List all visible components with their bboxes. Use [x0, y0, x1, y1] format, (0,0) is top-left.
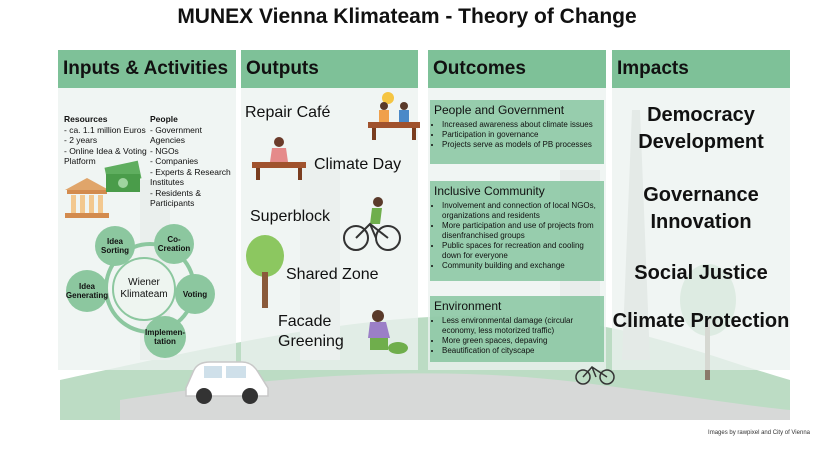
bicycle-illustration: [575, 366, 615, 385]
outcome-item: Beautification of cityscape: [442, 346, 600, 356]
cycle-step-idea-sorting: Idea Sorting: [95, 226, 135, 266]
outcome-item: Projects serve as models of PB processes: [442, 140, 600, 150]
outcome-item: Less environmental damage (circular econ…: [442, 316, 600, 336]
cycle-center-label: Wiener Klimateam: [120, 277, 168, 300]
impact-climate: Climate Protection: [612, 310, 790, 332]
outcome-title: Inclusive Community: [434, 184, 545, 198]
resources-item: - 2 years: [64, 135, 98, 145]
outcome-title: People and Government: [434, 103, 565, 117]
outcome-item: More participation and use of projects f…: [442, 221, 600, 241]
resources-item: - ca. 1.1 million Euros: [64, 124, 146, 135]
cycle-step-label: Idea Sorting: [101, 237, 129, 255]
car-illustration: [185, 361, 269, 404]
institution-icon: [65, 178, 109, 218]
tree-icon: [246, 235, 284, 308]
outcomes-header: Outcomes: [428, 50, 606, 88]
outcome-people-government: People and Government Increased awarenes…: [430, 100, 604, 164]
cycle-step-voting: Voting: [175, 274, 215, 314]
cycle-step-label: Co-Creation: [157, 235, 191, 253]
impacts-header: Impacts: [612, 50, 790, 88]
gardener-icon: [368, 310, 408, 354]
people-block: People - Government Agencies - NGOs - Co…: [150, 114, 236, 209]
cyclist-icon: [343, 197, 401, 251]
outcome-item: Participation in governance: [442, 130, 600, 140]
outcome-item: Increased awareness about climate issues: [442, 120, 600, 130]
people-item: - Residents & Participants: [150, 187, 202, 209]
page-title: MUNEX Vienna Klimateam - Theory of Chang…: [177, 5, 637, 28]
cycle-step-idea-generating: Idea Generating: [66, 270, 108, 312]
output-repair-cafe: Repair Café: [245, 104, 331, 121]
output-superblock: Superblock: [250, 208, 331, 225]
people-heading: People: [150, 114, 178, 124]
outputs-header: Outputs: [241, 50, 418, 88]
cycle-step-label: Idea Generating: [65, 282, 109, 300]
people-item: - Government Agencies: [150, 124, 202, 146]
bench-person-icon: [252, 137, 306, 180]
resources-heading: Resources: [64, 114, 108, 124]
cycle-step-label: Implemen-tation: [144, 328, 185, 346]
image-credit: Images by rawpixel and City of Vienna: [708, 430, 810, 436]
output-climate-day: Climate Day: [314, 156, 402, 173]
resources-item: - Online Idea & Voting Platform: [64, 145, 147, 167]
people-item: - Experts & Research Institutes: [150, 166, 231, 188]
impact-social-justice: Social Justice: [634, 262, 768, 284]
people-item: - Companies: [150, 156, 199, 166]
inputs-header: Inputs & Activities: [58, 50, 236, 88]
outcome-inclusive-community: Inclusive Community Involvement and conn…: [430, 181, 604, 281]
outcome-item: More green spaces, depaving: [442, 336, 600, 346]
outcome-item: Public spaces for recreation and cooling…: [442, 241, 600, 261]
outcome-item: Community building and exchange: [442, 261, 600, 271]
cycle-step-co-creation: Co-Creation: [154, 224, 194, 264]
impact-governance: Governance Innovation: [643, 184, 759, 233]
cycle-step-label: Voting: [182, 289, 208, 299]
cycle-step-implementation: Implemen-tation: [144, 316, 186, 358]
money-icon: [104, 160, 142, 192]
outcome-environment: Environment Less environmental damage (c…: [430, 296, 604, 362]
impacts-panel: [612, 50, 790, 370]
output-facade-greening: Facade Greening: [278, 312, 354, 352]
couple-bench-icon: [368, 92, 420, 140]
outcome-item: Involvement and connection of local NGOs…: [442, 201, 600, 221]
people-item: - NGOs: [150, 145, 179, 156]
output-shared-zone: Shared Zone: [286, 266, 379, 283]
resources-block: Resources - ca. 1.1 million Euros - 2 ye…: [64, 114, 148, 167]
outcome-title: Environment: [434, 299, 502, 313]
cycle-center: Wiener Klimateam: [112, 257, 176, 321]
output-facade-greening-label: Facade Greening: [278, 313, 344, 350]
impact-democracy: Democracy Development: [638, 104, 764, 153]
